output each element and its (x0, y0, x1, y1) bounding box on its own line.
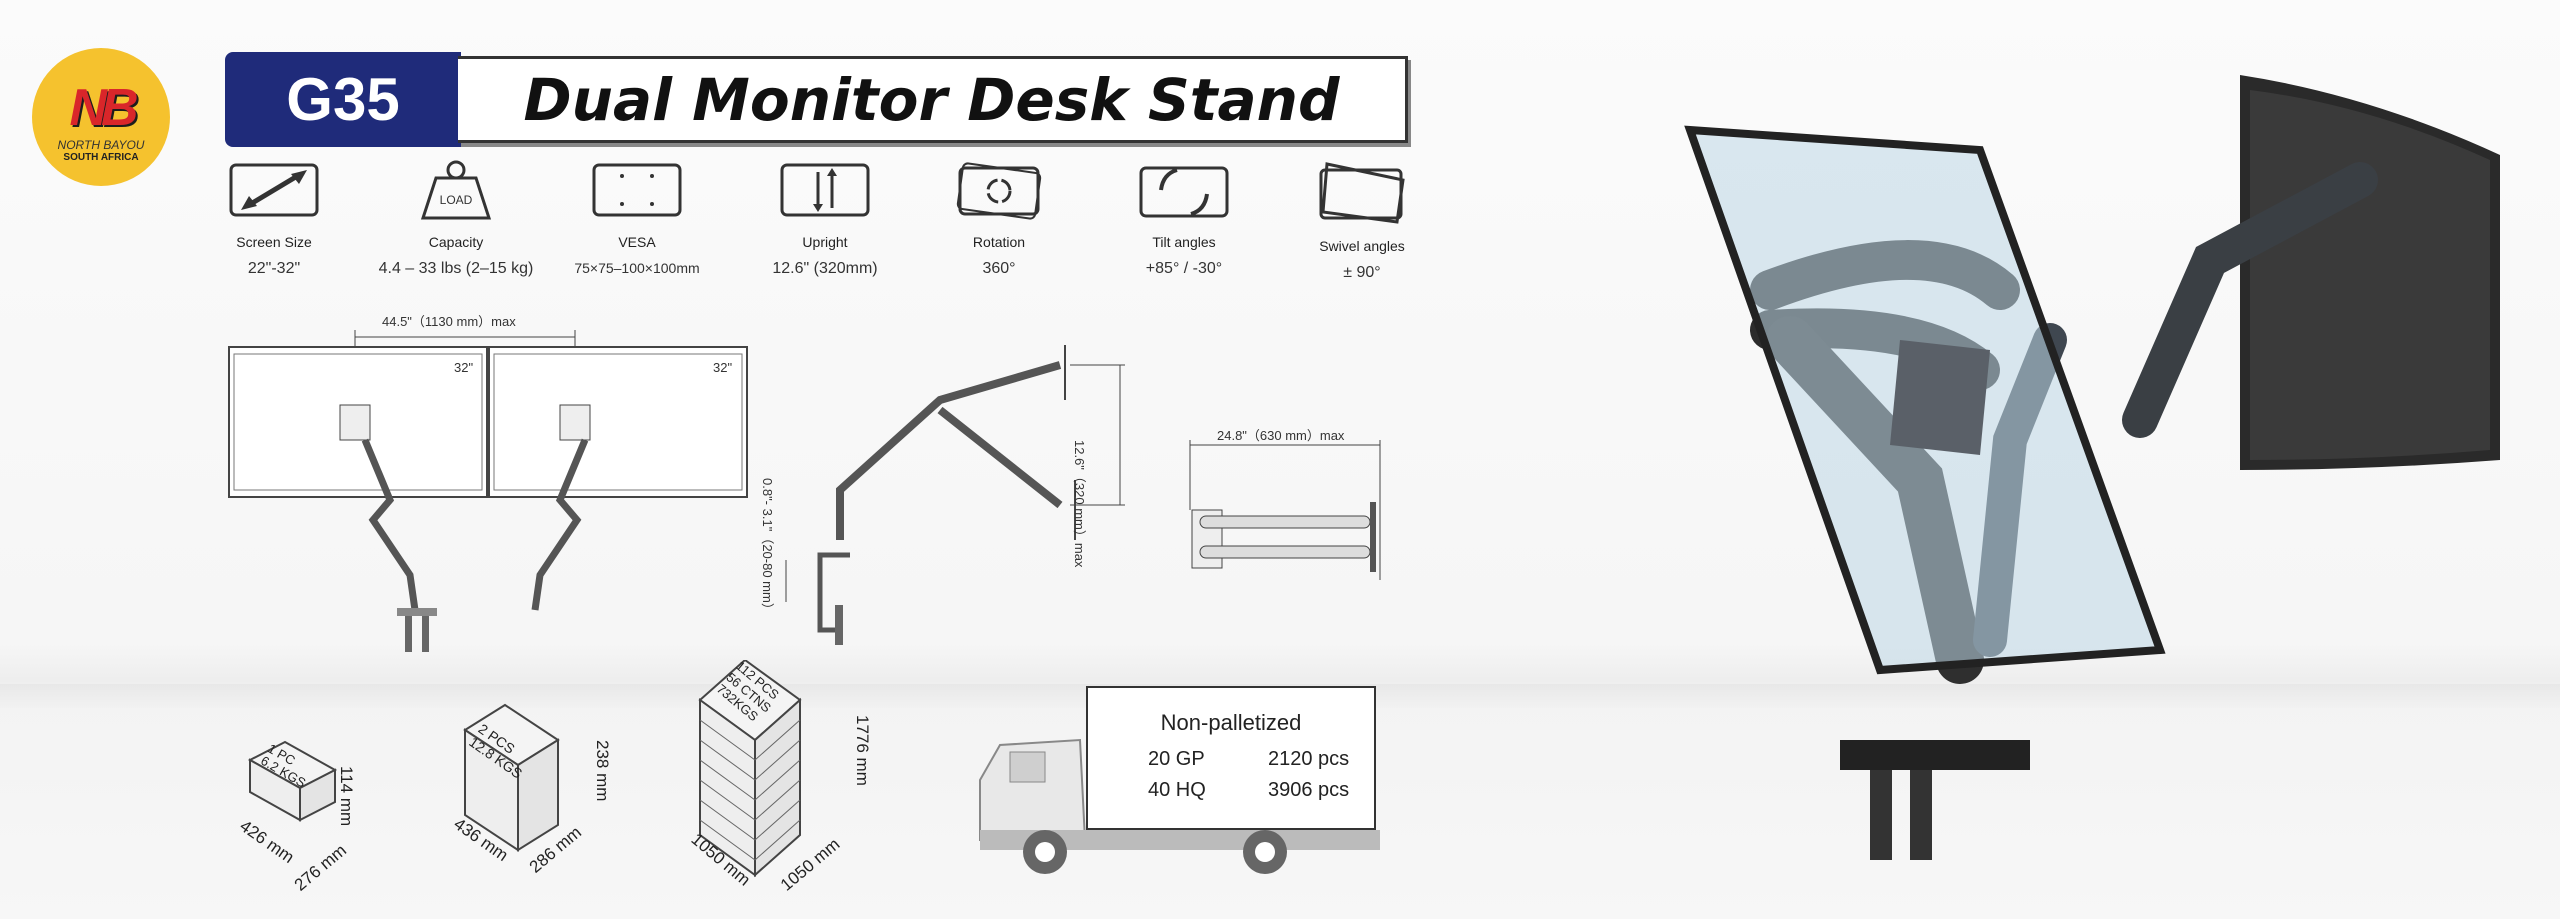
tilt-icon (1139, 166, 1229, 218)
spec-label: Screen Size (236, 234, 312, 250)
spec-label: VESA (618, 234, 656, 250)
spec-label: Rotation (972, 234, 1026, 250)
spec-capacity: LOAD Capacity 4.4 – 33 lbs (2–15 kg) (371, 160, 541, 278)
spec-value: 360° (982, 260, 1016, 277)
front-view-diagram (228, 330, 748, 652)
brand-region: SOUTH AFRICA (63, 152, 139, 163)
container-type: 40 HQ (1148, 779, 1206, 801)
pallet-height: 1776 mm (853, 715, 872, 786)
spec-upright: Upright 12.6" (320mm) (740, 160, 910, 278)
clamp-dimension: 0.8"- 3.1"（20-80 mm） (760, 478, 775, 616)
shipping-row: 40 HQ 3906 pcs (1088, 779, 1374, 802)
spec-value: ± 90° (1343, 264, 1381, 281)
page-title: Dual Monitor Desk Stand (458, 56, 1408, 143)
spec-label: Swivel angles (1319, 238, 1405, 254)
diagonal-arrow-icon (229, 163, 319, 217)
spec-tilt: Tilt angles +85° / -30° (1099, 160, 1269, 278)
brand-logo: NB NORTH BAYOU SOUTH AFRICA (32, 48, 170, 186)
front-width-dimension: 44.5"（1130 mm）max (382, 314, 516, 329)
spec-value: 75×75–100×100mm (574, 260, 700, 276)
spec-rotation: Rotation 360° (914, 160, 1084, 278)
rotation-icon (956, 162, 1042, 220)
spec-value: 22"-32" (247, 260, 301, 277)
up-down-arrows-icon (780, 163, 870, 217)
model-badge: G35 (225, 52, 461, 147)
spec-value: 12.6" (320mm) (772, 260, 878, 277)
load-text: LOAD (440, 193, 473, 207)
height-dimension: 12.6"（320 mm）max (1072, 440, 1087, 568)
spec-label: Upright (802, 234, 848, 250)
brand-name: NORTH BAYOU (57, 138, 145, 152)
side-view-diagram (785, 345, 1125, 645)
container-type: 20 GP (1148, 748, 1205, 770)
product-image (1684, 75, 2500, 860)
spec-vesa: VESA 75×75–100×100mm (552, 160, 722, 276)
logo-mark: NB (69, 79, 138, 137)
vesa-holes-icon (592, 163, 682, 217)
spec-swivel: Swivel angles ± 90° (1277, 160, 1447, 282)
right-screen-size: 32" (713, 360, 733, 375)
spec-value: +85° / -30° (1145, 260, 1223, 277)
top-view-diagram (1189, 440, 1381, 580)
shipping-info-box: Non-palletized 20 GP 2120 pcs 40 HQ 3906 p… (1086, 686, 1376, 830)
truck-icon (979, 738, 1380, 874)
spec-label: Capacity (428, 234, 484, 250)
shipping-title: Non-palletized (1160, 710, 1302, 735)
weight-load-icon: LOAD (420, 160, 492, 220)
shipping-row: 20 GP 2120 pcs (1088, 748, 1374, 771)
left-screen-size: 32" (454, 360, 474, 375)
packaging-diagrams (247, 660, 802, 878)
spec-label: Tilt angles (1152, 234, 1216, 250)
spec-value: 4.4 – 33 lbs (2–15 kg) (378, 260, 534, 277)
box2-height: 238 mm (593, 740, 612, 802)
spec-screen-size: Screen Size 22"-32" (189, 160, 359, 278)
box1-height: 114 mm (337, 766, 356, 827)
container-qty: 2120 pcs (1268, 748, 1350, 770)
container-qty: 3906 pcs (1268, 779, 1350, 801)
depth-dimension: 24.8"（630 mm）max (1217, 428, 1345, 443)
swivel-icon (1319, 162, 1405, 224)
